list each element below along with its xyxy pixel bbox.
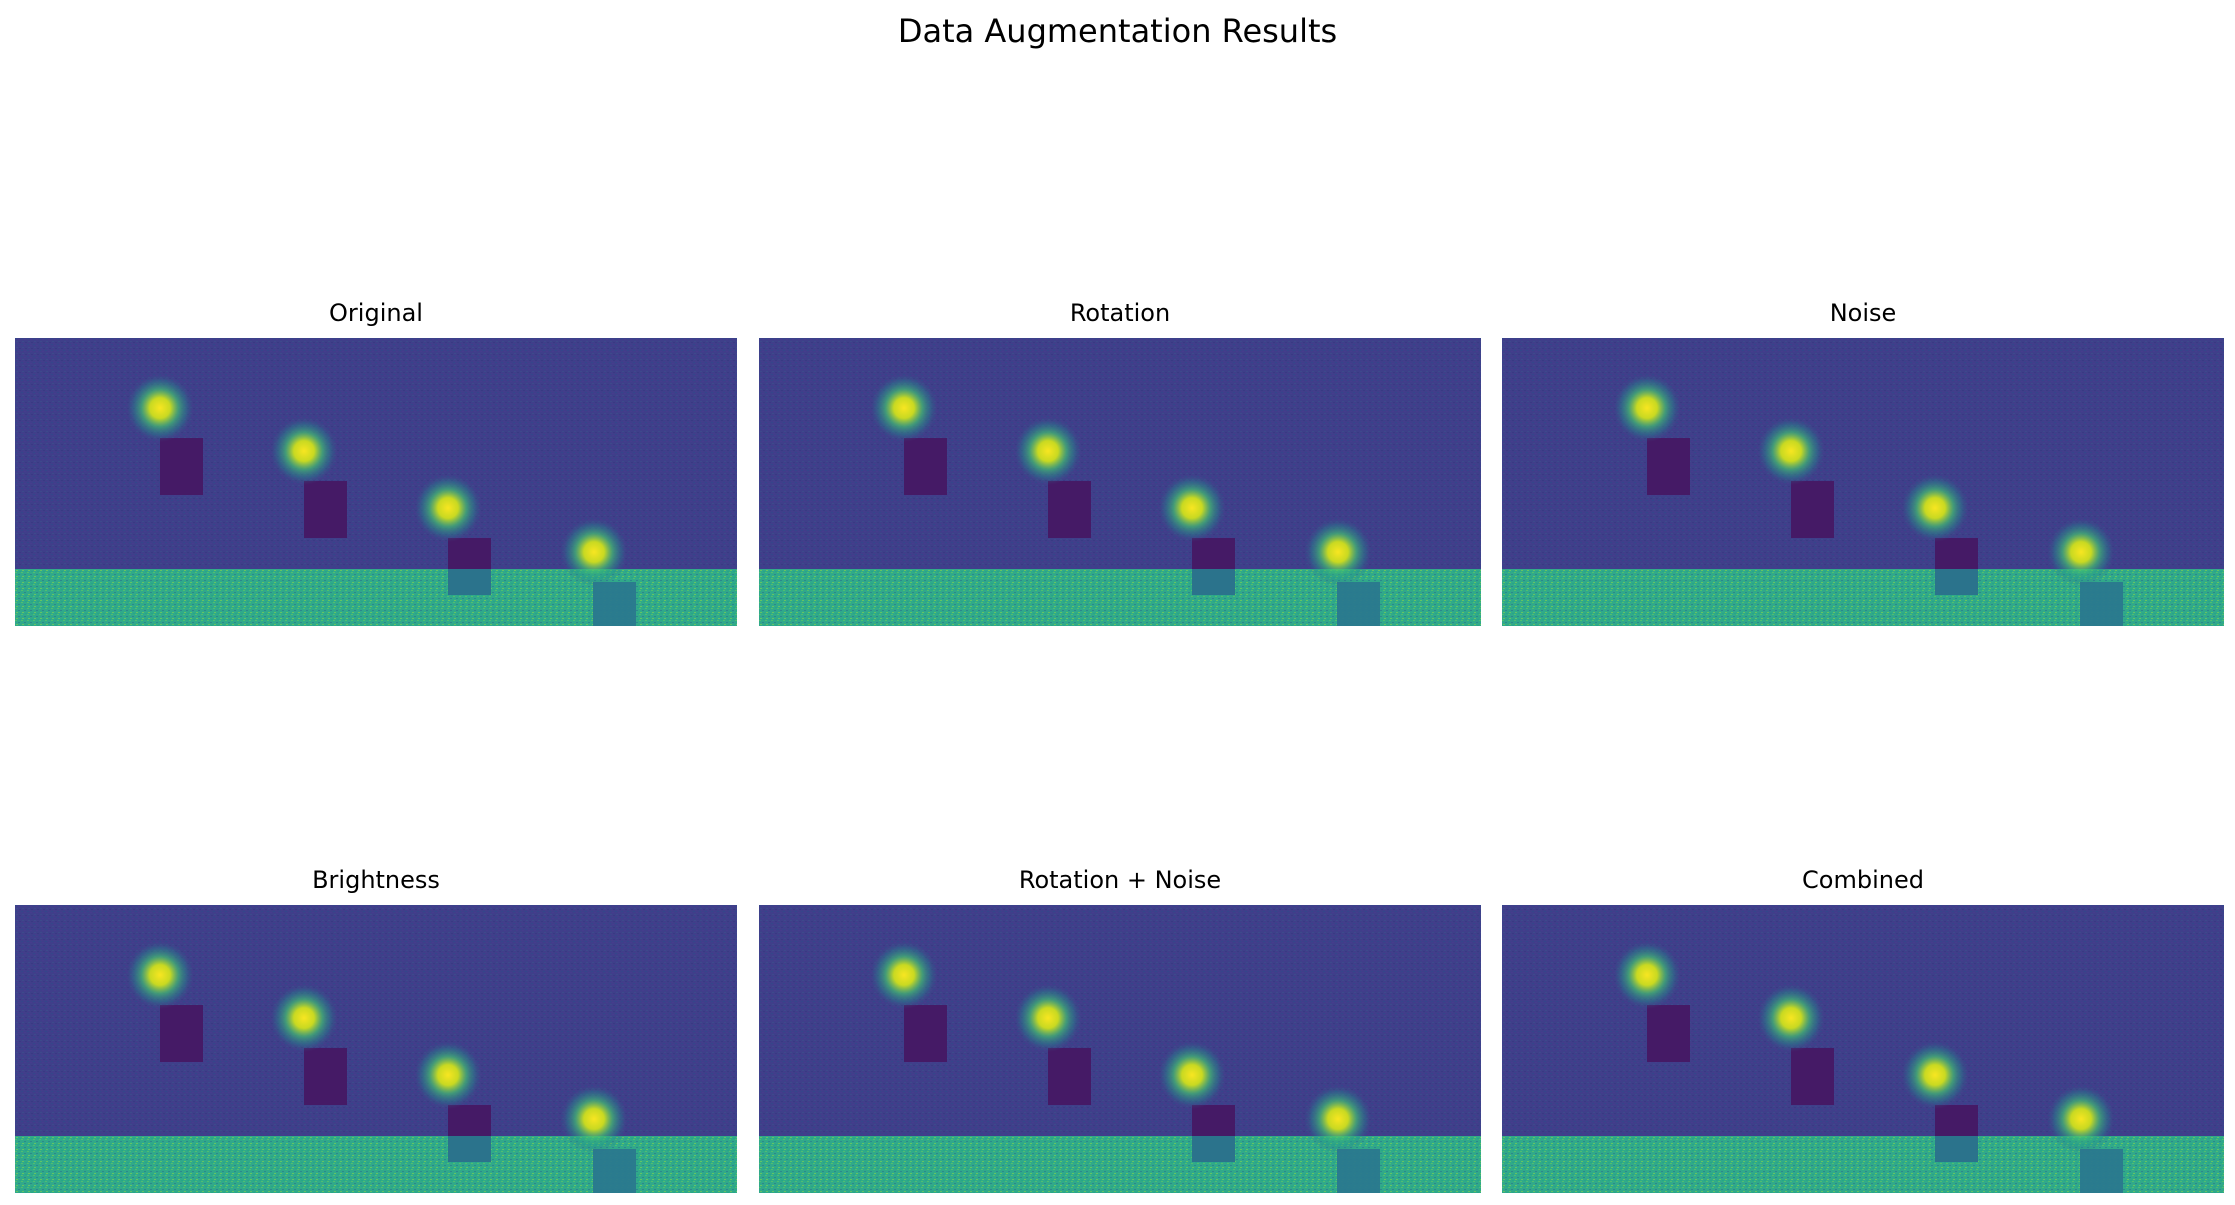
glow-spot xyxy=(414,1041,482,1109)
dark-block xyxy=(160,438,203,495)
augmented-image xyxy=(759,905,1481,1193)
glow-spot xyxy=(560,518,628,586)
glow-spot xyxy=(1613,374,1681,442)
block-overlap xyxy=(1935,569,1978,595)
glow-spot xyxy=(414,474,482,542)
glow-spot xyxy=(1158,474,1226,542)
glow-spot xyxy=(2047,1085,2115,1153)
dark-block xyxy=(904,438,947,495)
dark-block xyxy=(304,1048,347,1105)
glow-spot xyxy=(1901,1041,1969,1109)
glow-spot xyxy=(560,1085,628,1153)
glow-spot xyxy=(1304,518,1372,586)
glow-spot xyxy=(270,417,338,485)
panel-title: Original xyxy=(329,299,423,327)
glow-spot xyxy=(1613,941,1681,1009)
panel-title: Rotation xyxy=(1069,299,1171,327)
dark-block xyxy=(1048,1048,1091,1105)
glow-spot xyxy=(2047,518,2115,586)
glow-spot xyxy=(1158,1041,1226,1109)
block-overlap xyxy=(1337,582,1380,626)
dark-block xyxy=(304,481,347,538)
augmented-image xyxy=(759,338,1481,626)
dark-block xyxy=(1048,481,1091,538)
glow-spot xyxy=(870,941,938,1009)
block-overlap xyxy=(2080,1149,2123,1193)
glow-spot xyxy=(1014,417,1082,485)
glow-spot xyxy=(1901,474,1969,542)
block-overlap xyxy=(1337,1149,1380,1193)
glow-spot xyxy=(870,374,938,442)
block-overlap xyxy=(593,1149,636,1193)
glow-spot xyxy=(1304,1085,1372,1153)
panel-title: Brightness xyxy=(312,866,440,894)
panel-title: Noise xyxy=(1829,299,1897,327)
augmented-image xyxy=(15,338,737,626)
dark-block xyxy=(1791,1048,1834,1105)
augmented-image xyxy=(1502,905,2224,1193)
dark-block xyxy=(1791,481,1834,538)
block-overlap xyxy=(2080,582,2123,626)
block-overlap xyxy=(448,1136,491,1162)
glow-spot xyxy=(1014,984,1082,1052)
block-overlap xyxy=(1935,1136,1978,1162)
panel-title: Combined xyxy=(1802,866,1924,894)
augmented-image xyxy=(15,905,737,1193)
glow-spot xyxy=(1757,417,1825,485)
glow-spot xyxy=(270,984,338,1052)
dark-block xyxy=(904,1005,947,1062)
dark-block xyxy=(1647,1005,1690,1062)
dark-block xyxy=(160,1005,203,1062)
augmented-image xyxy=(1502,338,2224,626)
panel-title: Rotation + Noise xyxy=(1018,866,1222,894)
block-overlap xyxy=(1192,569,1235,595)
dark-block xyxy=(1647,438,1690,495)
block-overlap xyxy=(1192,1136,1235,1162)
glow-spot xyxy=(1757,984,1825,1052)
block-overlap xyxy=(593,582,636,626)
figure-title: Data Augmentation Results xyxy=(897,12,1338,50)
block-overlap xyxy=(448,569,491,595)
glow-spot xyxy=(126,374,194,442)
glow-spot xyxy=(126,941,194,1009)
